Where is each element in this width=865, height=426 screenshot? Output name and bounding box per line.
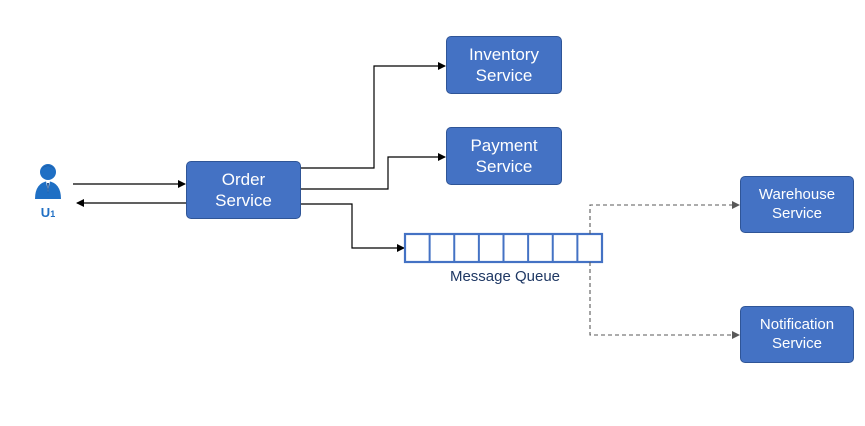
arrow-order-to-queue (301, 203, 405, 252)
warehouse-service-box: Warehouse Service (740, 176, 854, 233)
notification-service-box: Notification Service (740, 306, 854, 363)
order-service-label: Order Service (215, 169, 272, 210)
user-icon (35, 164, 61, 199)
warehouse-service-label: Warehouse Service (758, 185, 836, 222)
arrow-queue-to-notification (589, 262, 740, 339)
arrow-order-to-payment (301, 153, 446, 190)
arrow-queue-to-warehouse (589, 201, 740, 234)
payment-service-box: Payment Service (446, 127, 562, 185)
message-queue (403, 232, 604, 264)
message-queue-label: Message Queue (449, 268, 561, 285)
inventory-service-label: Inventory Service (469, 44, 539, 85)
inventory-service-box: Inventory Service (446, 36, 562, 94)
user-label: U1 (40, 205, 56, 220)
order-service-box: Order Service (186, 161, 301, 219)
arrow-order-to-inventory (301, 62, 446, 169)
payment-service-label: Payment Service (470, 135, 538, 176)
notification-service-label: Notification Service (759, 315, 835, 352)
